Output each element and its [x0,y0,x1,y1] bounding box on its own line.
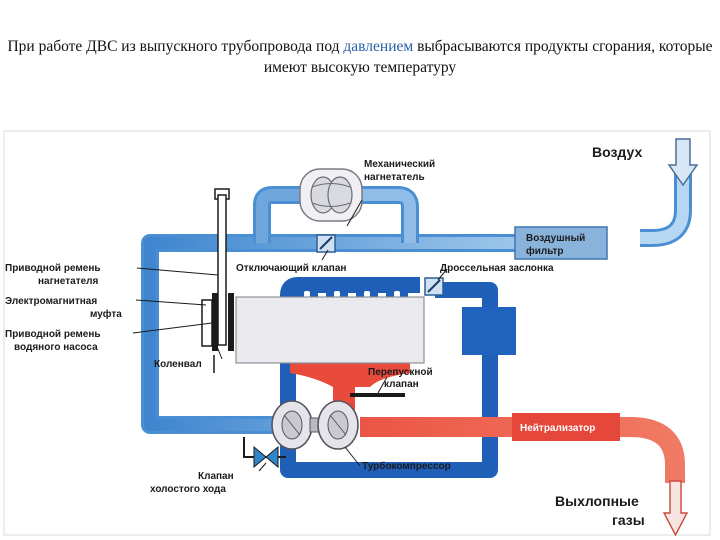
intercooler-block [462,307,516,355]
label-drive-belt-pump-line1: Приводной ремень [5,329,101,340]
caption-text-end: выбрасываются продукты сгорания, которые… [263,38,713,76]
label-idle-valve-line1: Клапан [198,471,234,482]
caption-text-start: При работе ДВС из выпускного трубопровод… [7,38,344,55]
mechanical-supercharger-icon [299,168,363,222]
label-exhaust-line2: газы [612,512,645,528]
diagram-frame [3,130,711,536]
label-turbocharger: Турбокомпрессор [362,460,451,472]
label-leader-lines [132,199,448,472]
label-neutralizer: Нейтрализатор [520,423,595,434]
label-clutch-line1: Электромагнитная [5,296,97,307]
neutralizer-box [512,413,620,441]
drive-belts-and-pulleys [201,188,234,373]
engine-block [235,296,425,364]
air-inlet-arrow-icon [667,138,699,187]
label-idle-valve-line2: холостого хода [150,484,226,495]
slide-caption: При работе ДВС из выпускного трубопровод… [0,36,720,78]
caption-highlight: давлением [343,38,414,55]
label-air: Воздух [592,144,642,160]
label-air-filter-line2: фильтр [526,245,564,257]
exhaust-outlet-arrow-icon [662,480,689,537]
label-drive-belt-supercharger-line2: нагнетателя [38,276,99,287]
label-exhaust-line1: Выхлопные [555,493,639,509]
exhaust-outlet-pipe [360,417,685,483]
label-bypass-valve-line1: Перепускной [368,367,433,378]
label-cutoff-valve: Отключающий клапан [236,263,346,274]
label-drive-belt-supercharger-line1: Приводной ремень [5,263,101,274]
label-crankshaft: Коленвал [154,359,202,370]
label-bypass-valve-line2: клапан [384,379,419,390]
label-mechanical-supercharger-line2: нагнетатель [364,172,425,183]
throttle-valve-icon [424,277,444,296]
engine-supercharging-diagram: Воздух Выхлопные газы Механический нагне… [3,130,711,537]
turbocharger-icon [271,400,359,450]
cutoff-valve-icon [316,234,336,253]
idle-valve-icon [243,437,286,469]
label-drive-belt-pump-line2: водяного насоса [14,342,98,353]
pressure-loop [280,277,498,478]
label-air-filter-line1: Воздушный [526,233,585,244]
label-clutch-line2: муфта [90,308,122,320]
air-filter-box [514,226,608,260]
label-mechanical-supercharger-line1: Механический [364,159,435,170]
label-throttle: Дроссельная заслонка [440,263,554,274]
